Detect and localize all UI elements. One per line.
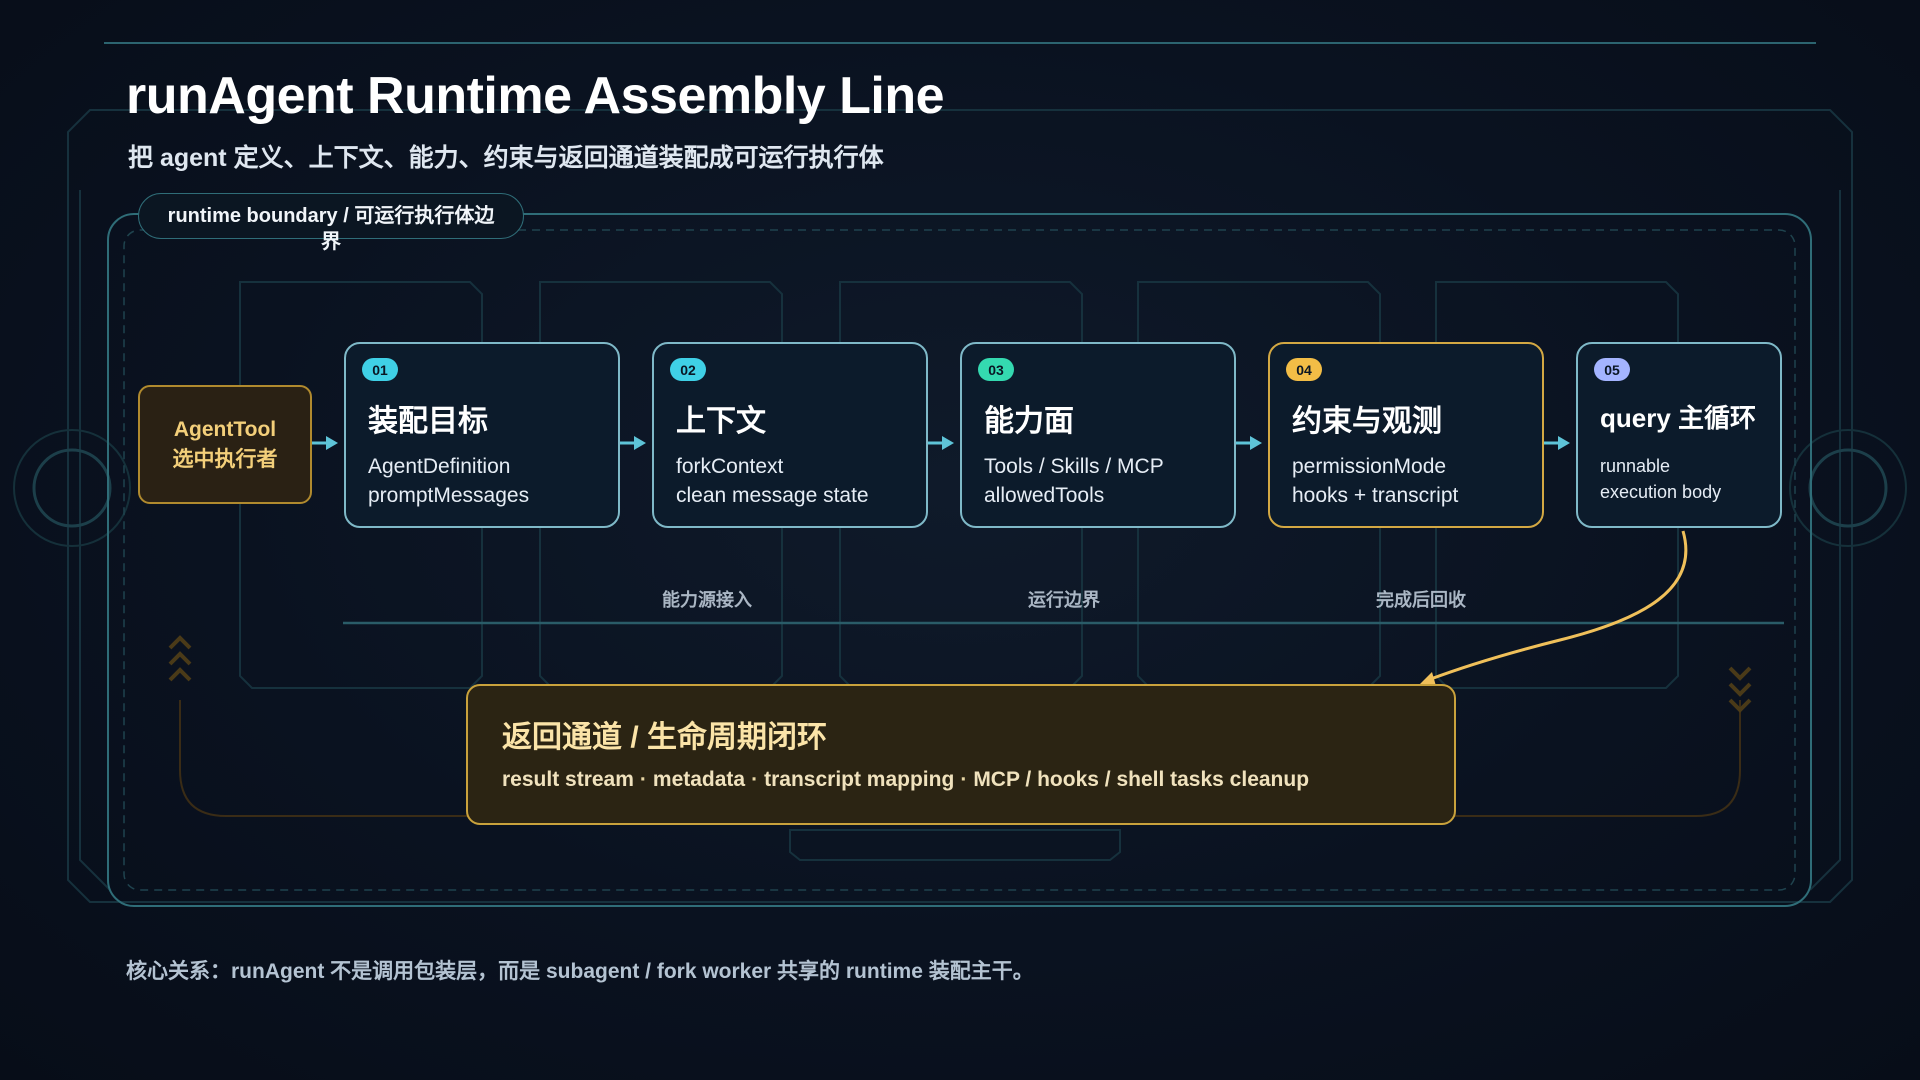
return-channel-items: result stream·metadata·transcript mappin… [502, 768, 1310, 791]
return-channel-title: 返回通道 / 生命周期闭环 [502, 721, 828, 754]
return-item: MCP / hooks / shell tasks cleanup [973, 768, 1310, 791]
stage-line2-05: execution body [1600, 482, 1722, 502]
stage-badge-01: 01 [362, 358, 398, 381]
phase-label-capability: 能力源接入 [662, 590, 752, 610]
return-channel-box: 返回通道 / 生命周期闭环 result stream·metadata·tra… [466, 684, 1456, 825]
stage-title-02: 上下文 [676, 405, 766, 438]
stage-line2-01: promptMessages [368, 484, 530, 507]
return-item: transcript mapping [764, 768, 955, 791]
stage-title-05: query 主循环 [1600, 403, 1757, 433]
page-title: runAgent Runtime Assembly Line [126, 67, 945, 125]
stage-badge-05: 05 [1594, 358, 1630, 381]
stage-badge-02: 02 [670, 358, 706, 381]
page-subtitle: 把 agent 定义、上下文、能力、约束与返回通道装配成可运行执行体 [128, 144, 884, 172]
stage-line1-01: AgentDefinition [368, 455, 511, 478]
stage-badge-04: 04 [1286, 358, 1322, 381]
stage-line1-05: runnable [1600, 456, 1671, 476]
stage-title-03: 能力面 [984, 405, 1074, 438]
stage-line1-02: forkContext [676, 455, 784, 478]
stage-card-02: 02 上下文 forkContext clean message state [652, 342, 928, 528]
stage-card-05: 05 query 主循环 runnable execution body [1576, 342, 1782, 528]
phase-label-recycle: 完成后回收 [1376, 590, 1466, 610]
stage-line2-04: hooks + transcript [1292, 484, 1459, 507]
runtime-boundary-label: runtime boundary / 可运行执行体边界 [138, 193, 524, 253]
stage-card-04: 04 约束与观测 permissionMode hooks + transcri… [1268, 342, 1544, 528]
footer-note: 核心关系：runAgent 不是调用包装层，而是 subagent / fork… [126, 960, 1034, 983]
stage-badge-03: 03 [978, 358, 1014, 381]
stage-line1-03: Tools / Skills / MCP [984, 455, 1164, 478]
agent-tool-name: AgentTool [173, 417, 277, 441]
agent-tool-node: AgentTool 选中执行者 [138, 385, 312, 504]
stage-line1-04: permissionMode [1292, 455, 1447, 478]
return-item: metadata [652, 768, 746, 791]
stage-title-04: 约束与观测 [1292, 405, 1442, 438]
stage-card-01: 01 装配目标 AgentDefinition promptMessages [344, 342, 620, 528]
return-item: result stream [502, 768, 634, 791]
agent-tool-desc: 选中执行者 [172, 447, 278, 471]
runtime-boundary-text: runtime boundary / 可运行执行体边界 [167, 205, 495, 253]
stage-line2-03: allowedTools [984, 484, 1105, 507]
stage-line2-02: clean message state [676, 484, 869, 507]
phase-label-boundary: 运行边界 [1028, 590, 1100, 610]
stage-title-01: 装配目标 [368, 405, 488, 438]
top-rule [104, 42, 1816, 44]
stage-card-03: 03 能力面 Tools / Skills / MCP allowedTools [960, 342, 1236, 528]
